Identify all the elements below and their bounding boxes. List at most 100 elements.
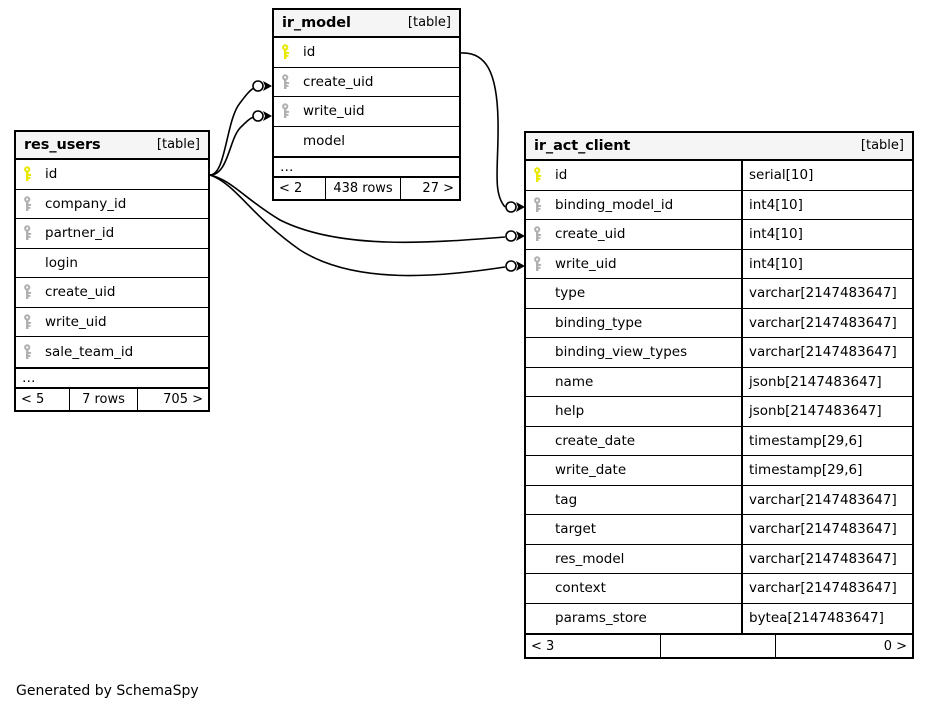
column-name-cell: res_model xyxy=(526,545,741,574)
table-row[interactable]: write_date timestamp[29,6] xyxy=(526,456,912,486)
table-kind-label: [table] xyxy=(156,137,200,152)
column-type: serial[10] xyxy=(741,161,912,190)
column-name: help xyxy=(555,403,585,420)
column-name-cell: tag xyxy=(526,486,741,515)
column-name-cell: name xyxy=(526,368,741,397)
column-type: int4[10] xyxy=(741,190,912,219)
column-name: binding_type xyxy=(555,314,643,331)
foreign-key-icon xyxy=(533,256,555,272)
foreign-key-icon xyxy=(23,284,45,300)
foreign-key-icon xyxy=(23,196,45,212)
column-name-cell: write_uid xyxy=(526,250,741,279)
relationship-ir-model-id-to-ir-act-client-binding-model-id xyxy=(460,52,506,208)
primary-key-icon xyxy=(23,166,45,182)
column-name: write_uid xyxy=(303,103,365,120)
column-name-cell: write_uid xyxy=(16,308,208,337)
column-name-cell: params_store xyxy=(526,604,741,634)
table-row[interactable]: id xyxy=(16,160,208,190)
primary-key-icon xyxy=(281,44,303,60)
footer-row-count xyxy=(661,635,776,657)
column-type: jsonb[2147483647] xyxy=(741,397,912,426)
footer-children-count[interactable]: 0 > xyxy=(883,638,907,654)
table-row[interactable]: login xyxy=(16,249,208,278)
column-name: id xyxy=(555,167,568,184)
table-row[interactable]: write_uid xyxy=(274,97,459,127)
table-row[interactable]: type varchar[2147483647] xyxy=(526,279,912,309)
column-name: write_date xyxy=(555,462,627,479)
table-row[interactable]: id serial[10] xyxy=(526,161,912,191)
column-name: binding_view_types xyxy=(555,344,688,361)
table-row[interactable]: write_uid xyxy=(16,308,208,337)
column-type: timestamp[29,6] xyxy=(741,426,912,455)
footer-parents-count[interactable]: < 3 xyxy=(526,635,661,657)
foreign-key-icon xyxy=(23,344,45,360)
table-row[interactable]: id xyxy=(274,38,459,68)
column-name-cell: company_id xyxy=(16,190,208,219)
footer-row-count: 7 rows xyxy=(70,388,138,410)
column-type: int4[10] xyxy=(741,249,912,278)
table-row[interactable]: sale_team_id xyxy=(16,337,208,367)
column-name-cell: write_uid xyxy=(274,97,459,126)
footer-children-count[interactable]: 705 > xyxy=(163,391,203,407)
footer-parents-count[interactable]: < 2 xyxy=(274,178,326,199)
table-row[interactable]: params_store bytea[2147483647] xyxy=(526,603,912,634)
foreign-key-icon xyxy=(533,197,555,213)
column-type: bytea[2147483647] xyxy=(741,603,912,633)
column-name: id xyxy=(45,166,58,183)
column-name-cell: create_date xyxy=(526,427,741,456)
relationship-res-users-id-to-ir-model-write-uid xyxy=(209,116,255,176)
table-row[interactable]: company_id xyxy=(16,190,208,219)
more-columns-indicator: … xyxy=(274,156,459,178)
table-row[interactable]: help jsonb[2147483647] xyxy=(526,397,912,427)
column-name: partner_id xyxy=(45,225,115,242)
connector-arrowhead xyxy=(263,81,272,91)
table-res-users[interactable]: res_users [table] id company_id partner_id… xyxy=(14,130,210,412)
column-type: varchar[2147483647] xyxy=(741,279,912,308)
connector-circle xyxy=(252,80,264,92)
table-header-ir-model: ir_model [table] xyxy=(274,10,459,38)
column-name: create_uid xyxy=(303,73,374,90)
column-name-cell: id xyxy=(274,38,459,67)
column-type: jsonb[2147483647] xyxy=(741,367,912,396)
column-name-cell: login xyxy=(16,249,208,278)
table-footer-ir-act-client: < 3 0 > xyxy=(526,633,912,657)
table-title: res_users xyxy=(24,136,101,153)
column-type: varchar[2147483647] xyxy=(741,515,912,544)
footer-parents-count[interactable]: < 5 xyxy=(16,388,70,410)
column-name-cell: model xyxy=(274,127,459,157)
table-row[interactable]: create_uid xyxy=(274,68,459,97)
column-name: type xyxy=(555,285,586,302)
column-name-cell: binding_type xyxy=(526,309,741,338)
table-row[interactable]: model xyxy=(274,127,459,157)
column-name-cell: binding_model_id xyxy=(526,191,741,220)
column-name: params_store xyxy=(555,610,647,627)
column-name-cell: write_date xyxy=(526,456,741,485)
column-name: context xyxy=(555,580,606,597)
column-name-cell: sale_team_id xyxy=(16,337,208,367)
table-row[interactable]: create_uid xyxy=(16,278,208,308)
connector-circle xyxy=(505,201,517,213)
column-type: timestamp[29,6] xyxy=(741,456,912,485)
footer-children-count[interactable]: 27 > xyxy=(422,181,454,196)
table-row[interactable]: partner_id xyxy=(16,219,208,249)
footer-row-count: 438 rows xyxy=(326,178,401,199)
column-name: company_id xyxy=(45,195,127,212)
foreign-key-icon xyxy=(23,225,45,241)
table-footer-res-users: < 5 7 rows 705 > xyxy=(16,388,208,410)
table-kind-label: [table] xyxy=(860,138,904,153)
column-name-cell: target xyxy=(526,515,741,544)
